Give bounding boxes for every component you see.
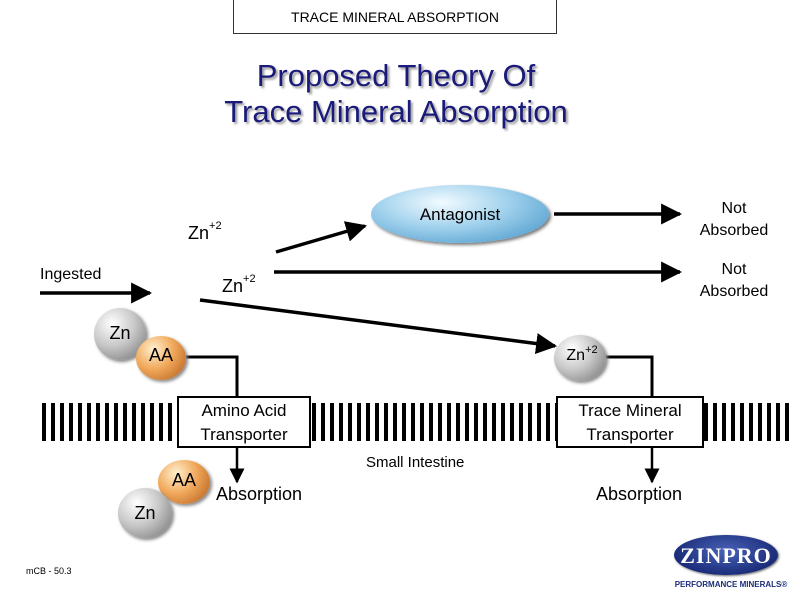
wall-tick [330, 403, 334, 441]
wall-tick [483, 403, 487, 441]
absorption-left-label: Absorption [216, 484, 303, 504]
wall-tick [366, 403, 370, 441]
wall-tick [492, 403, 496, 441]
wall-tick [749, 403, 753, 441]
wall-tick [375, 403, 379, 441]
wall-tick [537, 403, 541, 441]
wall-tick [528, 403, 532, 441]
zn-sphere-right [554, 335, 606, 381]
zn-ingested-label: Zn [109, 323, 131, 343]
wall-tick [758, 403, 762, 441]
wall-tick [731, 403, 735, 441]
arrow-zn-to-transporter [199, 298, 558, 354]
path-aa-to-transporter [186, 355, 239, 396]
wall-tick [546, 403, 550, 441]
wall-tick [429, 403, 433, 441]
wall-tick [785, 403, 789, 441]
wall-tick [740, 403, 744, 441]
wall-tick [447, 403, 451, 441]
antagonist-ellipse [371, 185, 549, 243]
aa-sphere-ingested [136, 336, 186, 380]
wall-tick [312, 403, 316, 441]
wall-tick [456, 403, 460, 441]
wall-tick [776, 403, 780, 441]
wall-tick [51, 403, 55, 441]
wall-tick [420, 403, 424, 441]
trace-mineral-transporter: Trace Mineral Transporter [556, 396, 704, 448]
wall-tick [348, 403, 352, 441]
wall-tick [411, 403, 415, 441]
wall-tick [510, 403, 514, 441]
zinpro-logo-text: ZINPRO [680, 543, 772, 568]
arrow-to-antagonist [275, 221, 368, 254]
wall-tick [168, 403, 172, 441]
wall-tick [393, 403, 397, 441]
not-absorbed-middle: Not Absorbed [699, 261, 769, 300]
slide-title: Proposed Theory Of Trace Mineral Absorpt… [120, 58, 672, 130]
slide-header: TRACE MINERAL ABSORPTION [233, 0, 557, 34]
wall-tick [42, 403, 46, 441]
wall-tick [87, 403, 91, 441]
wall-tick [722, 403, 726, 441]
zn-top-label: Zn+2 [188, 220, 222, 243]
zn-right-label: Zn+2 [566, 344, 598, 364]
wall-tick [339, 403, 343, 441]
amino-acid-transporter: Amino Acid Transporter [177, 396, 311, 448]
wall-tick [501, 403, 505, 441]
antagonist-label: Antagonist [419, 205, 501, 224]
title-line-1: Proposed Theory Of [256, 58, 536, 93]
wall-tick [438, 403, 442, 441]
wall-tick [321, 403, 325, 441]
wall-tick [150, 403, 154, 441]
zn-middle-label: Zn+2 [222, 273, 256, 296]
wall-tick [78, 403, 82, 441]
wall-tick [96, 403, 100, 441]
not-absorbed-top: Not Absorbed [699, 200, 769, 239]
wall-tick [114, 403, 118, 441]
absorption-right-label: Absorption [596, 484, 683, 504]
path-zn-to-transporter [605, 355, 654, 396]
wall-tick [141, 403, 145, 441]
wall-tick [713, 403, 717, 441]
wall-tick [60, 403, 64, 441]
wall-tick [767, 403, 771, 441]
zn-absorbed-label: Zn [134, 503, 156, 523]
wall-tick [384, 403, 388, 441]
wall-tick [465, 403, 469, 441]
wall-tick [402, 403, 406, 441]
wall-tick [474, 403, 478, 441]
zn-sphere-absorbed [118, 488, 172, 538]
wall-tick [132, 403, 136, 441]
wall-tick [105, 403, 109, 441]
title-line-2: Trace Mineral Absorption [224, 94, 568, 129]
wall-tick [123, 403, 127, 441]
slide-code: mCB - 50.3 [26, 566, 72, 576]
wall-tick [69, 403, 73, 441]
wall-tick [159, 403, 163, 441]
ingested-label: Ingested [40, 266, 102, 283]
aa-ingested-label: AA [148, 345, 173, 365]
wall-tick [357, 403, 361, 441]
aa-absorbed-label: AA [171, 470, 196, 490]
wall-tick [519, 403, 523, 441]
zinpro-logo [674, 535, 778, 575]
wall-tick [704, 403, 708, 441]
small-intestine-label: Small Intestine [366, 454, 465, 471]
aa-sphere-absorbed [158, 460, 210, 504]
zinpro-tagline: PERFORMANCE MINERALS® [674, 580, 788, 589]
